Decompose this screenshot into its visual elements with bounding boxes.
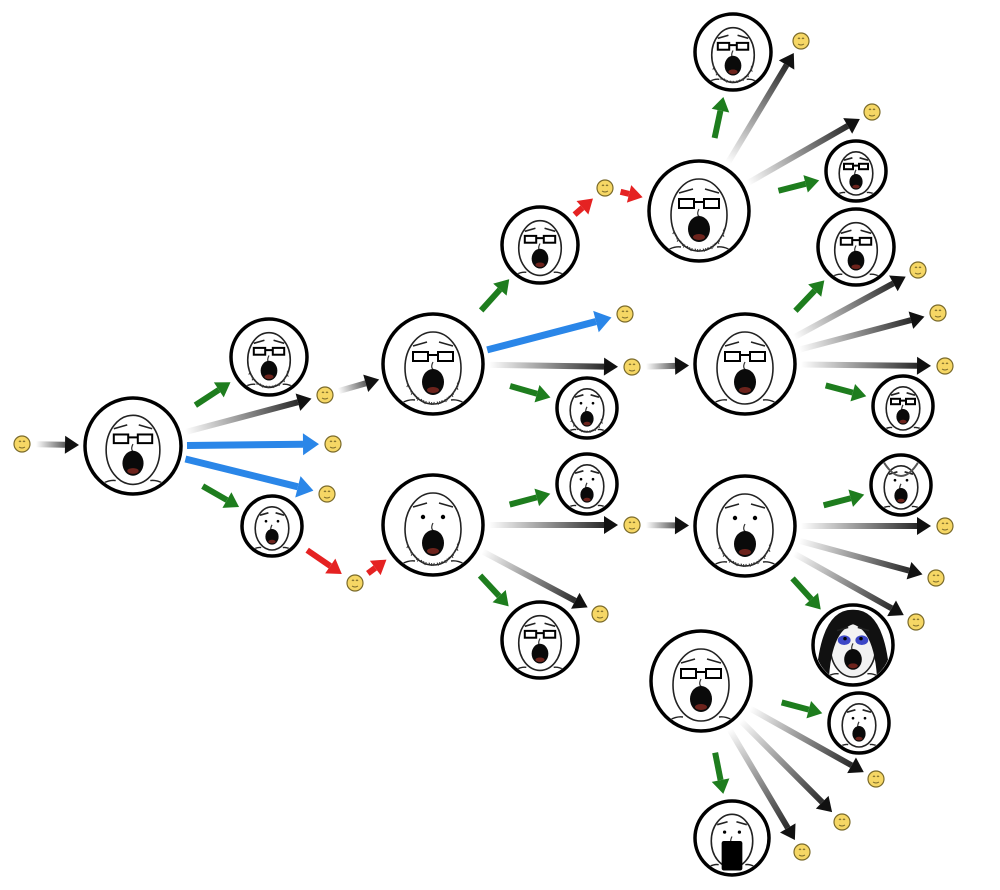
arrow-green-top-big-to-top-top <box>711 96 730 139</box>
face-node-ml-r2 <box>811 603 895 687</box>
coin-token-t-d <box>346 574 364 592</box>
coin-token-t-c <box>318 485 336 503</box>
face-node-top-r2 <box>816 207 896 287</box>
soyjak-glasses-wide-icon <box>820 221 892 283</box>
arrow-red-t-g-to-top-big <box>619 185 643 203</box>
soyjak-bearded-scream-icon <box>697 493 793 574</box>
arrow-blue-root-to-t-c <box>184 455 314 498</box>
soyjak-glasses-open-mouth-icon <box>697 331 793 412</box>
soyjak-scream-icon <box>831 703 887 751</box>
coin-token-t-s <box>833 813 851 831</box>
face-node-u2 <box>555 376 619 440</box>
arrow-black-t-m-to-mid-lower <box>645 516 690 535</box>
arrow-black-mid-upper-to-t-l <box>800 356 932 375</box>
arrow-black-top-big-to-t-h <box>725 53 795 165</box>
arrow-red-n2-to-t-d <box>305 547 342 574</box>
face-node-bot-r1 <box>827 691 891 755</box>
arrow-black-hub-upper-to-t-f <box>488 357 619 376</box>
face-node-ml-r1 <box>869 453 933 517</box>
soyjak-glasses-scream-icon <box>875 385 931 434</box>
arrow-blue-root-to-t-b <box>186 433 320 456</box>
arrow-green-bot-big-to-bot-r1 <box>780 699 823 719</box>
face-node-mid-lower <box>693 474 797 578</box>
face-node-n1 <box>229 317 309 397</box>
arrow-red-t-d-to-hub-lower <box>366 559 387 576</box>
arrow-green-hub-lower-to-l1 <box>508 488 551 508</box>
arrow-blue-hub-upper-to-t-e <box>486 310 612 354</box>
face-node-l1 <box>555 452 619 516</box>
face-node-hub-lower <box>381 473 485 577</box>
face-node-root <box>83 396 183 496</box>
soyjak-glasses-beard-icon <box>233 331 305 393</box>
coin-token-t-o <box>936 517 954 535</box>
face-node-bot-big <box>649 629 753 733</box>
face-node-l2 <box>500 600 580 680</box>
coin-token-t-e <box>616 305 634 323</box>
arrow-green-mid-lower-to-ml-r1 <box>822 489 865 509</box>
arrow-black-mid-lower-to-t-p <box>798 537 923 580</box>
coin-token-t-r <box>867 770 885 788</box>
soyjak-glasses-beard-icon <box>385 331 481 412</box>
face-node-u1 <box>500 205 580 285</box>
arrow-black-bot-big-to-t-t <box>726 727 796 840</box>
arrow-black-mid-upper-to-t-k <box>798 311 925 353</box>
arrow-green-bot-big-to-bot-b1 <box>711 752 730 794</box>
arrow-green-hub-upper-to-u1 <box>478 279 510 313</box>
arrow-black-top-big-to-t-i <box>746 118 860 186</box>
coin-token-t-p <box>927 569 945 587</box>
arrow-green-mid-lower-to-ml-r2 <box>790 576 821 610</box>
arrow-green-root-to-n2 <box>201 483 240 508</box>
coin-token-t-j <box>909 261 927 279</box>
face-node-top-big <box>647 159 751 263</box>
coin-token-t-n <box>591 605 609 623</box>
coin-token-t-a <box>316 386 334 404</box>
arrow-black-hub-lower-to-t-n <box>481 548 588 609</box>
face-node-top-r1 <box>824 139 888 203</box>
coin-token-t-b <box>324 435 342 453</box>
arrow-black-mid-lower-to-t-q <box>792 550 904 617</box>
coin-token-t-f <box>623 358 641 376</box>
face-node-hub-upper <box>381 312 485 416</box>
face-node-bot-b1 <box>693 799 771 877</box>
coin-token-start <box>13 435 31 453</box>
arrow-black-mid-upper-to-t-j <box>792 275 906 340</box>
face-node-n2 <box>240 494 304 558</box>
arrow-green-top-big-to-top-r1 <box>777 175 820 194</box>
arrow-black-bot-big-to-t-s <box>738 718 833 813</box>
coin-token-t-i <box>863 103 881 121</box>
soyjak-chin-strap-icon <box>559 387 615 436</box>
coin-token-t-l <box>936 357 954 375</box>
face-node-mid-upper <box>693 312 797 416</box>
face-node-top-top <box>693 12 773 92</box>
soyjak-bald-glasses-icon <box>504 614 576 676</box>
arrow-black-mid-lower-to-t-o <box>801 517 931 535</box>
coin-token-t-h <box>792 32 810 50</box>
arrow-green-mid-upper-to-mid-upper-r <box>824 382 867 402</box>
soyjak-bearded-glasses-icon <box>697 26 769 88</box>
arrow-black-hub-lower-to-t-m <box>489 516 618 534</box>
face-node-mid-upper-r <box>871 374 935 438</box>
soyjak-blue-face-icon <box>815 609 891 683</box>
coin-token-t-t <box>793 843 811 861</box>
coin-token-t-m <box>623 516 641 534</box>
coin-token-t-g <box>596 179 614 197</box>
arrow-black-bot-big-to-t-r <box>748 705 864 774</box>
soyjak-phone-scream-icon <box>697 813 767 873</box>
arrow-green-hub-upper-to-u2 <box>509 383 551 403</box>
arrow-green-hub-lower-to-l2 <box>477 573 509 607</box>
arrow-black-start-to-root <box>35 435 80 454</box>
arrow-green-mid-upper-to-top-r2 <box>793 280 825 313</box>
arrow-green-root-to-n1 <box>193 382 231 408</box>
coin-token-t-q <box>907 613 925 631</box>
arrow-black-t-a-to-hub-upper <box>337 374 380 395</box>
coin-token-t-k <box>929 304 947 322</box>
arrow-black-root-to-t-a <box>184 393 312 436</box>
soyjak-bearded-screaming-icon <box>385 492 481 573</box>
soyjak-glasses-icon <box>828 150 884 199</box>
arrow-black-t-f-to-mid-upper <box>645 356 690 375</box>
arrow-red-u1-to-t-g <box>572 198 593 217</box>
